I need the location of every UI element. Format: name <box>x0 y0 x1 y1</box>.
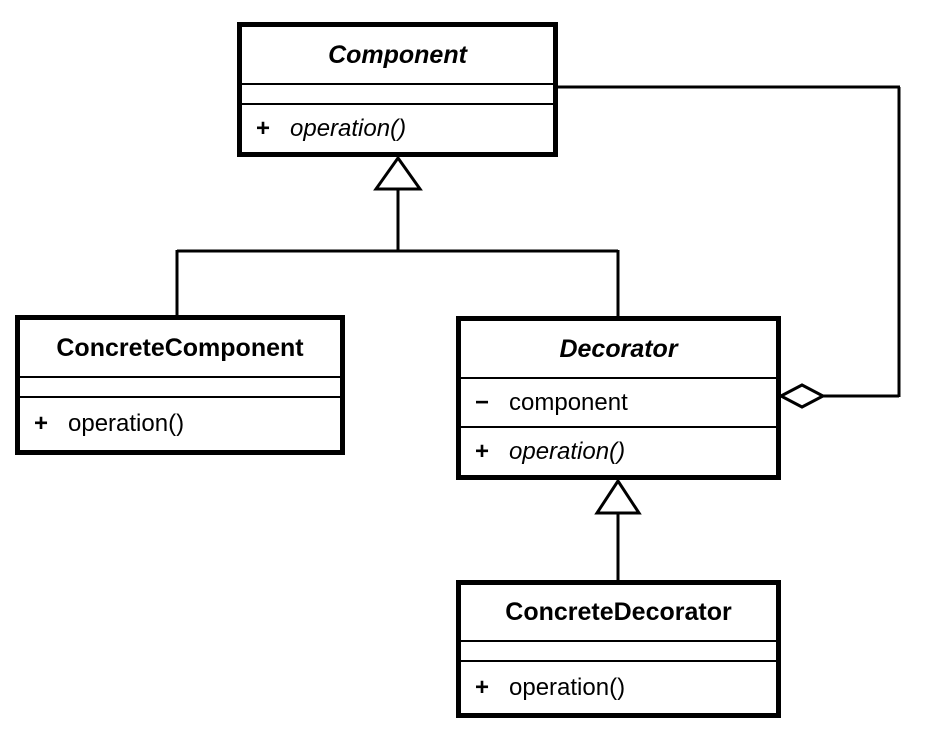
visibility-marker: − <box>475 388 490 416</box>
class-name-label: Decorator <box>559 334 678 363</box>
visibility-marker: + <box>256 114 271 142</box>
operation-label: operation() <box>509 673 626 701</box>
class-attributes-compartment <box>20 378 340 398</box>
class-attributes-compartment <box>461 642 776 662</box>
class-attributes-compartment: − component <box>461 379 776 428</box>
class-name-label: ConcreteDecorator <box>505 598 732 626</box>
operation-label: operation() <box>509 437 626 465</box>
operation-row[interactable]: + operation() <box>461 674 625 702</box>
class-box-decorator[interactable]: Decorator − component + operation() <box>456 316 781 480</box>
class-box-concrete-component[interactable]: ConcreteComponent + operation() <box>15 315 345 455</box>
class-operations-compartment: + operation() <box>461 662 776 713</box>
generalization-tree-component <box>175 155 620 318</box>
class-name-label: ConcreteComponent <box>56 333 304 362</box>
generalization-triangle-icon <box>373 155 423 191</box>
operation-label: operation() <box>68 410 185 437</box>
class-name-compartment: ConcreteComponent <box>20 320 340 378</box>
class-box-component[interactable]: Component + operation() <box>237 22 558 157</box>
class-name-compartment: Component <box>242 27 553 85</box>
visibility-marker: + <box>475 673 490 701</box>
class-operations-compartment: + operation() <box>461 428 776 475</box>
class-box-concrete-decorator[interactable]: ConcreteDecorator + operation() <box>456 580 781 718</box>
class-name-compartment: Decorator <box>461 321 776 379</box>
attribute-row[interactable]: − component <box>461 389 628 417</box>
class-operations-compartment: + operation() <box>242 105 553 152</box>
attribute-label: component <box>509 388 628 416</box>
aggregation-diamond-icon <box>777 383 827 409</box>
operation-row[interactable]: + operation() <box>20 410 184 438</box>
generalization-triangle-icon <box>594 478 642 515</box>
visibility-marker: + <box>475 437 490 465</box>
operation-label: operation() <box>290 114 407 142</box>
operation-row[interactable]: + operation() <box>242 115 406 143</box>
class-operations-compartment: + operation() <box>20 398 340 450</box>
class-attributes-compartment <box>242 85 553 105</box>
class-name-compartment: ConcreteDecorator <box>461 585 776 642</box>
visibility-marker: + <box>34 410 49 437</box>
generalization-concrete-decorator <box>594 478 642 582</box>
class-name-label: Component <box>328 40 467 69</box>
operation-row[interactable]: + operation() <box>461 438 625 466</box>
